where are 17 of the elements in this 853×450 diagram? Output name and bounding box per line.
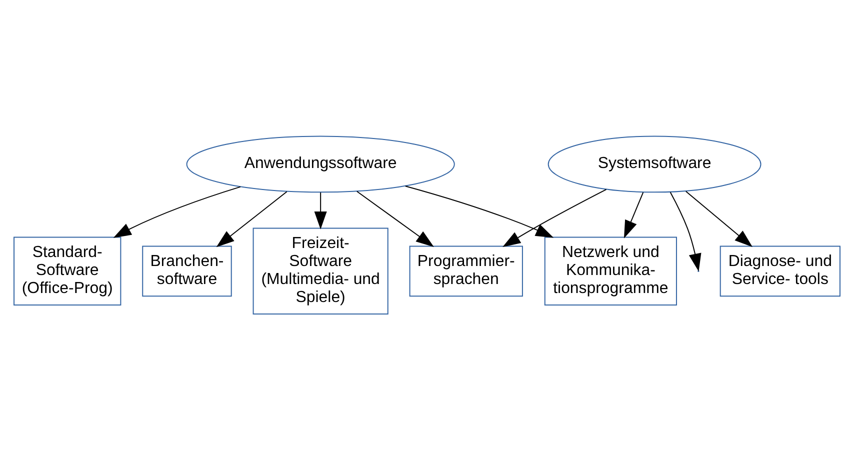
arrow bbox=[623, 192, 644, 238]
arrow bbox=[502, 188, 606, 247]
node-ellipse: Systemsoftware bbox=[547, 136, 761, 193]
node-box: Standard- Software (Office-Prog) bbox=[13, 236, 121, 306]
node-box: Diagnose- und Service- tools bbox=[719, 246, 840, 297]
node-ellipse: Anwendungssoftware bbox=[186, 136, 454, 193]
arrow bbox=[669, 192, 701, 272]
arrow bbox=[684, 190, 752, 248]
node-box: Branchen- software bbox=[142, 246, 232, 297]
arrow bbox=[112, 186, 240, 238]
arrow bbox=[314, 192, 326, 230]
arrow bbox=[404, 186, 554, 238]
node-box: Programmier- sprachen bbox=[408, 246, 522, 297]
arrow bbox=[216, 191, 287, 248]
node-box: Freizeit- Software (Multimedia- und Spiele) bbox=[252, 228, 388, 314]
node-box: Netzwerk und Kommunika- tionsprogramme bbox=[544, 236, 676, 306]
arrow bbox=[356, 190, 434, 247]
